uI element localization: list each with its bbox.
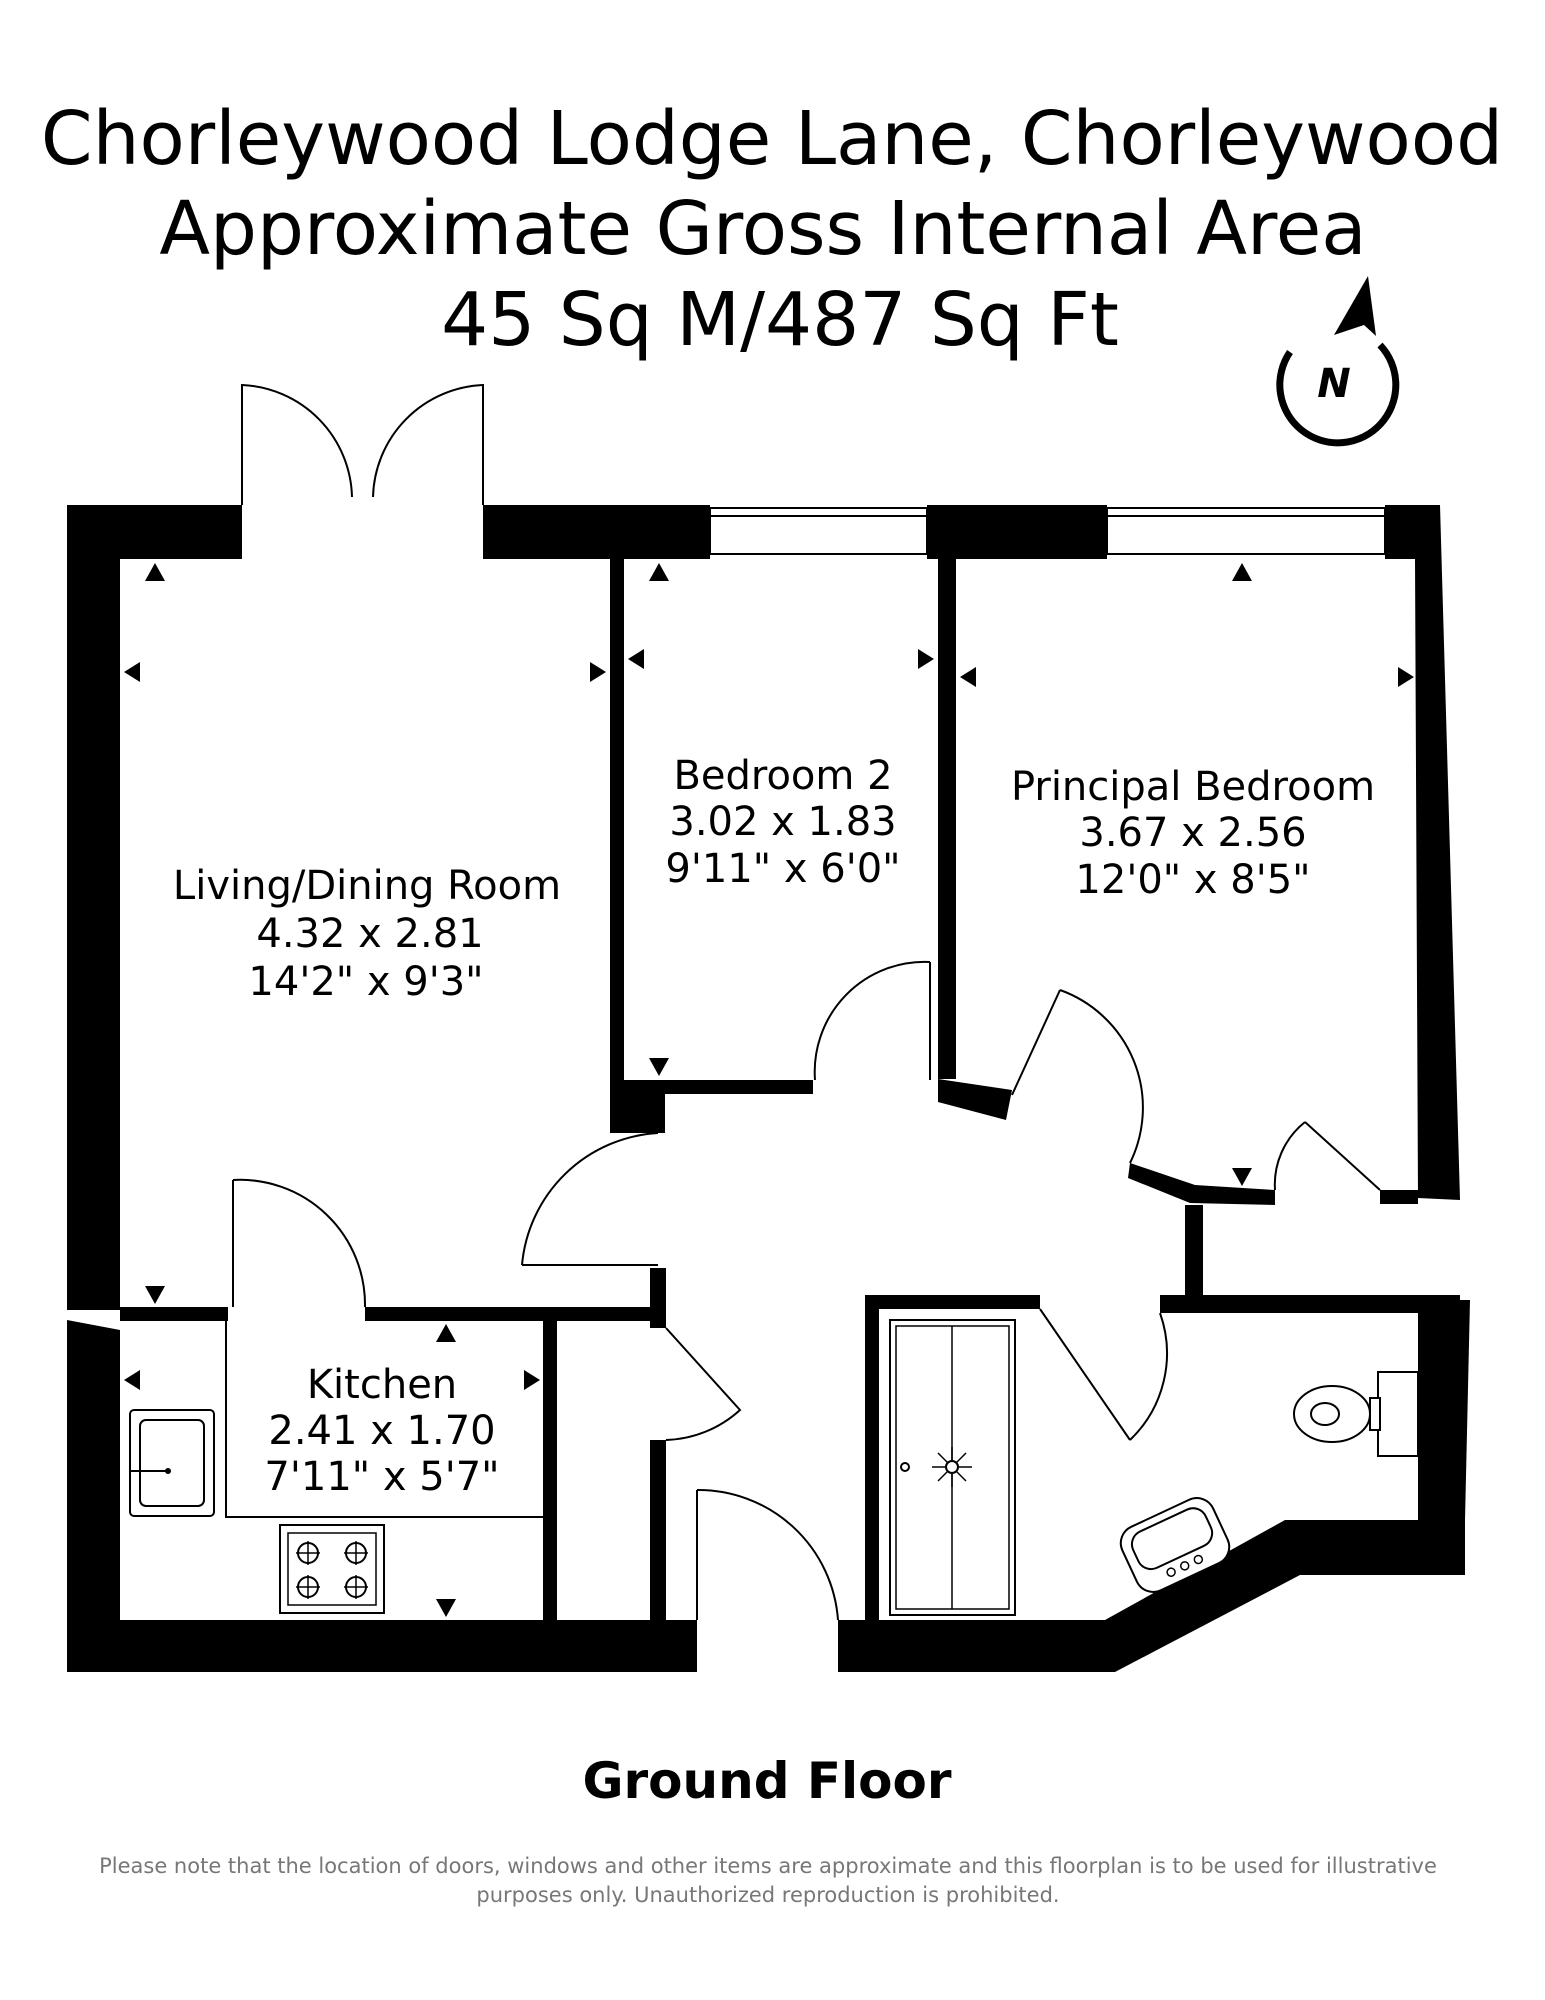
room-label-living: Living/Dining Room 4.32 x 2.81 14'2" x 9… [173,863,561,1005]
room-metric: 4.32 x 2.81 [256,911,483,957]
disclaimer-line-1: Please note that the location of doors, … [99,1854,1437,1878]
windows [709,507,1386,555]
room-label-bedroom-2: Bedroom 2 3.02 x 1.83 9'11" x 6'0" [665,753,900,892]
worktop [225,1321,543,1518]
room-metric: 2.41 x 1.70 [268,1408,495,1454]
room-metric: 3.67 x 2.56 [1079,810,1306,856]
toilet-icon [1293,1371,1419,1457]
room-name: Kitchen [307,1362,457,1408]
sink-icon [129,1409,215,1517]
title-area-value: 45 Sq M/487 Sq Ft [441,277,1119,363]
room-metric: 3.02 x 1.83 [669,799,896,845]
dimension-arrows [124,563,1414,1617]
room-imperial: 9'11" x 6'0" [665,846,900,892]
title-area-label: Approximate Gross Internal Area [159,186,1366,272]
floor-label: Ground Floor [582,1752,951,1810]
walls [67,505,1470,1672]
hob-icon [279,1524,385,1614]
room-imperial: 14'2" x 9'3" [248,959,483,1005]
room-label-principal-bedroom: Principal Bedroom 3.67 x 2.56 12'0" x 8'… [1011,764,1375,903]
room-name: Living/Dining Room [173,863,561,909]
doors [232,383,1381,1621]
room-name: Principal Bedroom [1011,764,1375,810]
room-imperial: 12'0" x 8'5" [1075,857,1310,903]
title-address: Chorleywood Lodge Lane, Chorleywood [41,96,1503,182]
basin-icon [1119,1497,1231,1593]
room-imperial: 7'11" x 5'7" [264,1454,499,1500]
disclaimer-line-2: purposes only. Unauthorized reproduction… [476,1883,1059,1907]
compass-letter: N [1317,361,1350,407]
shower-icon [889,1319,1016,1616]
room-name: Bedroom 2 [673,753,892,799]
north-compass-icon: N [1276,276,1400,447]
room-label-kitchen: Kitchen 2.41 x 1.70 7'11" x 5'7" [264,1362,499,1500]
